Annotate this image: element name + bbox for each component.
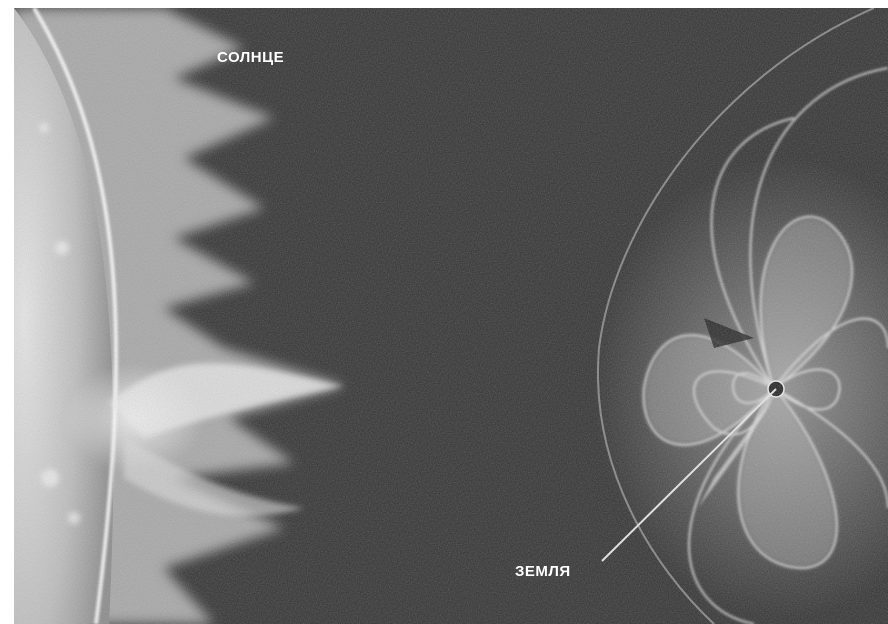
illustration-frame: СОЛНЦЕ ЗЕМЛЯ (14, 8, 888, 624)
earth-label: ЗЕМЛЯ (515, 563, 571, 580)
sun-earth-illustration (14, 8, 888, 624)
sun-label: СОЛНЦЕ (217, 49, 284, 66)
grain-overlay (14, 8, 888, 624)
